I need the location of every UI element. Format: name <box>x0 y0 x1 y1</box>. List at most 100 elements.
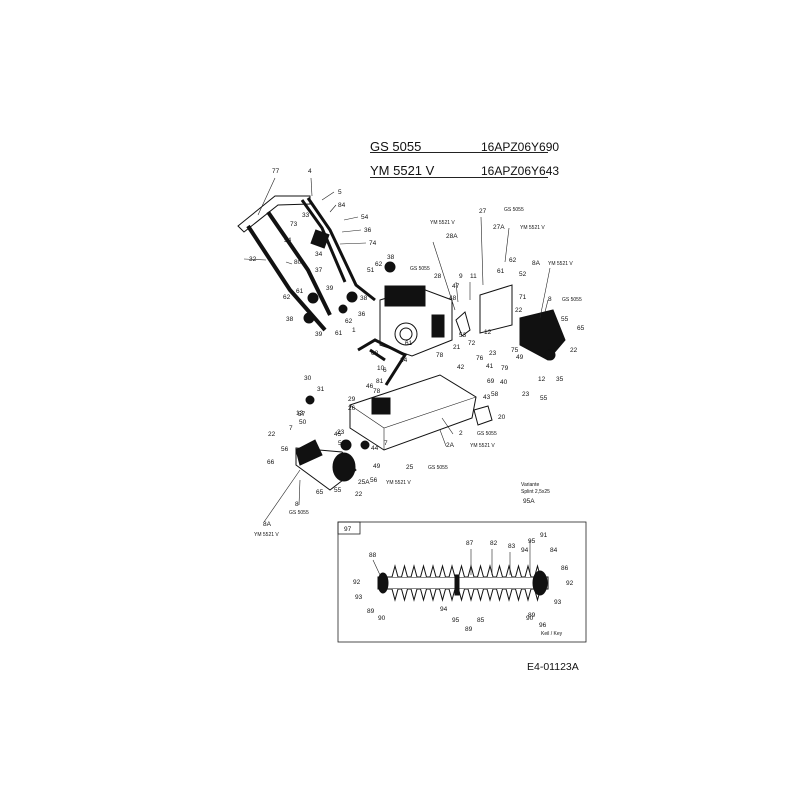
callout-2A: 2A <box>446 442 455 449</box>
callout-22d: 22 <box>355 491 363 498</box>
leader-line <box>539 267 551 319</box>
belt-cover-left <box>295 395 370 491</box>
callout-90a: 90 <box>378 615 386 622</box>
callout-27A: 27A <box>493 224 505 231</box>
callout-42: 42 <box>457 364 465 371</box>
tine-bottom <box>524 588 532 602</box>
variant-text-2: Splint 2,5x25 <box>521 489 550 495</box>
code-1: 16APZ06Y690 <box>481 140 560 154</box>
callout-11: 11 <box>470 273 477 280</box>
callout-84b: 84 <box>550 547 558 554</box>
callout-24: 24 <box>400 357 408 364</box>
tine-top <box>477 564 484 578</box>
leader-line <box>441 417 454 435</box>
callout-83: 83 <box>508 543 516 550</box>
tag-gs-2: GS 5055 <box>504 207 524 213</box>
leader-line <box>243 258 267 261</box>
callout-40: 40 <box>500 379 508 386</box>
tine-top <box>439 564 446 578</box>
pulley-right <box>544 349 556 361</box>
callout-58: 58 <box>491 391 499 398</box>
callout-89a: 89 <box>367 608 375 615</box>
callout-61b: 61 <box>335 330 343 337</box>
callout-7a: 7 <box>289 425 293 432</box>
belt-cover-right <box>519 309 566 361</box>
callout-96: 96 <box>539 622 547 629</box>
callout-52: 52 <box>519 271 527 278</box>
callout-89c: 89 <box>465 626 473 633</box>
variant-num: 95A <box>523 498 535 505</box>
callout-39a: 39 <box>326 285 334 292</box>
flap-20 <box>473 405 493 426</box>
callout-36a: 36 <box>364 227 372 234</box>
tag-gs-3: GS 5055 <box>562 297 582 303</box>
leader-lines <box>243 177 551 576</box>
bearing-50 <box>340 439 352 451</box>
callout-55b: 55 <box>540 395 548 402</box>
shaft-end-left <box>377 572 389 594</box>
pulley-left-small <box>295 439 323 466</box>
callout-62d: 62 <box>509 257 517 264</box>
handle-right-bar <box>300 197 376 302</box>
deck <box>349 338 493 451</box>
callout-93b: 93 <box>554 599 562 606</box>
tine-bottom <box>439 588 446 602</box>
knob-62b <box>338 304 348 314</box>
leader-line <box>455 281 459 303</box>
callout-62a: 62 <box>375 261 383 268</box>
callout-21: 21 <box>453 344 461 351</box>
callout-6: 6 <box>383 367 387 374</box>
callout-56b: 56 <box>370 477 378 484</box>
tag-ym-4: YM 5521 V <box>470 443 495 449</box>
leader-line <box>339 242 367 245</box>
deck-housing <box>349 374 477 451</box>
tine-bottom <box>401 588 408 602</box>
callout-50a: 50 <box>299 419 307 426</box>
tine-bottom <box>448 588 456 602</box>
callout-38c: 38 <box>360 295 368 302</box>
callout-92a: 92 <box>353 579 361 586</box>
knob-right <box>384 261 396 273</box>
callout-39b: 39 <box>315 331 323 338</box>
callout-95b: 95 <box>452 617 460 624</box>
callout-93a: 93 <box>355 594 363 601</box>
tine-bottom <box>496 588 503 602</box>
tine-top <box>496 564 503 578</box>
callout-61a: 61 <box>296 288 304 295</box>
callout-28A: 28A <box>446 233 458 240</box>
tine-bottom <box>515 588 522 602</box>
tag-ym-2: YM 5521 V <box>520 225 545 231</box>
leader-line <box>544 299 549 313</box>
callout-72: 72 <box>468 340 476 347</box>
cable-lever <box>310 229 330 249</box>
callout-79: 79 <box>501 365 509 372</box>
callout-54a: 54 <box>361 214 369 221</box>
callout-57: 57 <box>298 411 306 418</box>
callout-84: 84 <box>338 202 346 209</box>
callout-91: 91 <box>540 532 548 539</box>
callout-33: 33 <box>302 212 310 219</box>
callout-4: 4 <box>308 168 312 175</box>
engine-top <box>384 285 426 307</box>
code-2: 16APZ06Y643 <box>481 164 560 178</box>
callout-53: 53 <box>459 332 467 339</box>
callout-23b: 23 <box>522 391 530 398</box>
leader-line <box>257 177 276 216</box>
callout-62b: 62 <box>283 294 291 301</box>
inset-box <box>337 521 587 643</box>
callout-75: 75 <box>511 347 519 354</box>
belt-guard-right <box>479 284 513 334</box>
deck-hinge <box>371 397 391 415</box>
leader-line <box>321 191 335 201</box>
header-rule-1 <box>370 152 548 153</box>
tine-bottom <box>477 588 484 602</box>
knob-61 <box>346 291 358 303</box>
callout-8: 8 <box>548 296 552 303</box>
tine-top <box>410 564 418 578</box>
callout-10: 10 <box>377 365 385 372</box>
callout-22a: 22 <box>515 307 523 314</box>
tag-gs-5: GS 5055 <box>428 465 448 471</box>
callout-61c: 61 <box>497 268 505 275</box>
callout-88: 88 <box>369 552 377 559</box>
callout-34: 34 <box>315 251 323 258</box>
